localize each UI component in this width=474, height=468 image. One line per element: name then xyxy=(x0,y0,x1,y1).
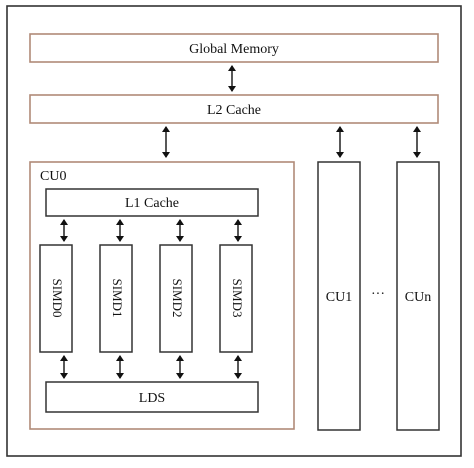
global-memory-label: Global Memory xyxy=(189,42,279,57)
l1-cache-label: L1 Cache xyxy=(125,196,179,211)
simd1-label: SIMD1 xyxy=(110,278,125,317)
cun-box xyxy=(396,161,440,431)
ellipsis-label: ··· xyxy=(371,287,385,302)
simd-group: SIMD0 SIMD1 SIMD2 SIMD3 xyxy=(39,244,253,353)
simd2-label: SIMD2 xyxy=(170,278,185,317)
l2-cache-label: L2 Cache xyxy=(207,103,261,118)
global-memory-box xyxy=(29,33,439,63)
simd0-label: SIMD0 xyxy=(50,278,65,317)
l1-cache-box xyxy=(45,188,259,217)
cu0-label: CU0 xyxy=(40,169,66,184)
simd2-box xyxy=(159,244,193,353)
l2-cache-box xyxy=(29,94,439,124)
cun-label: CUn xyxy=(405,290,431,305)
lds-box xyxy=(45,381,259,413)
lds-label: LDS xyxy=(139,391,165,406)
cu1-label: CU1 xyxy=(326,290,352,305)
cu1-box xyxy=(317,161,361,431)
simd1-box xyxy=(99,244,133,353)
simd0-box xyxy=(39,244,73,353)
simd3-label: SIMD3 xyxy=(230,278,245,317)
simd3-box xyxy=(219,244,253,353)
